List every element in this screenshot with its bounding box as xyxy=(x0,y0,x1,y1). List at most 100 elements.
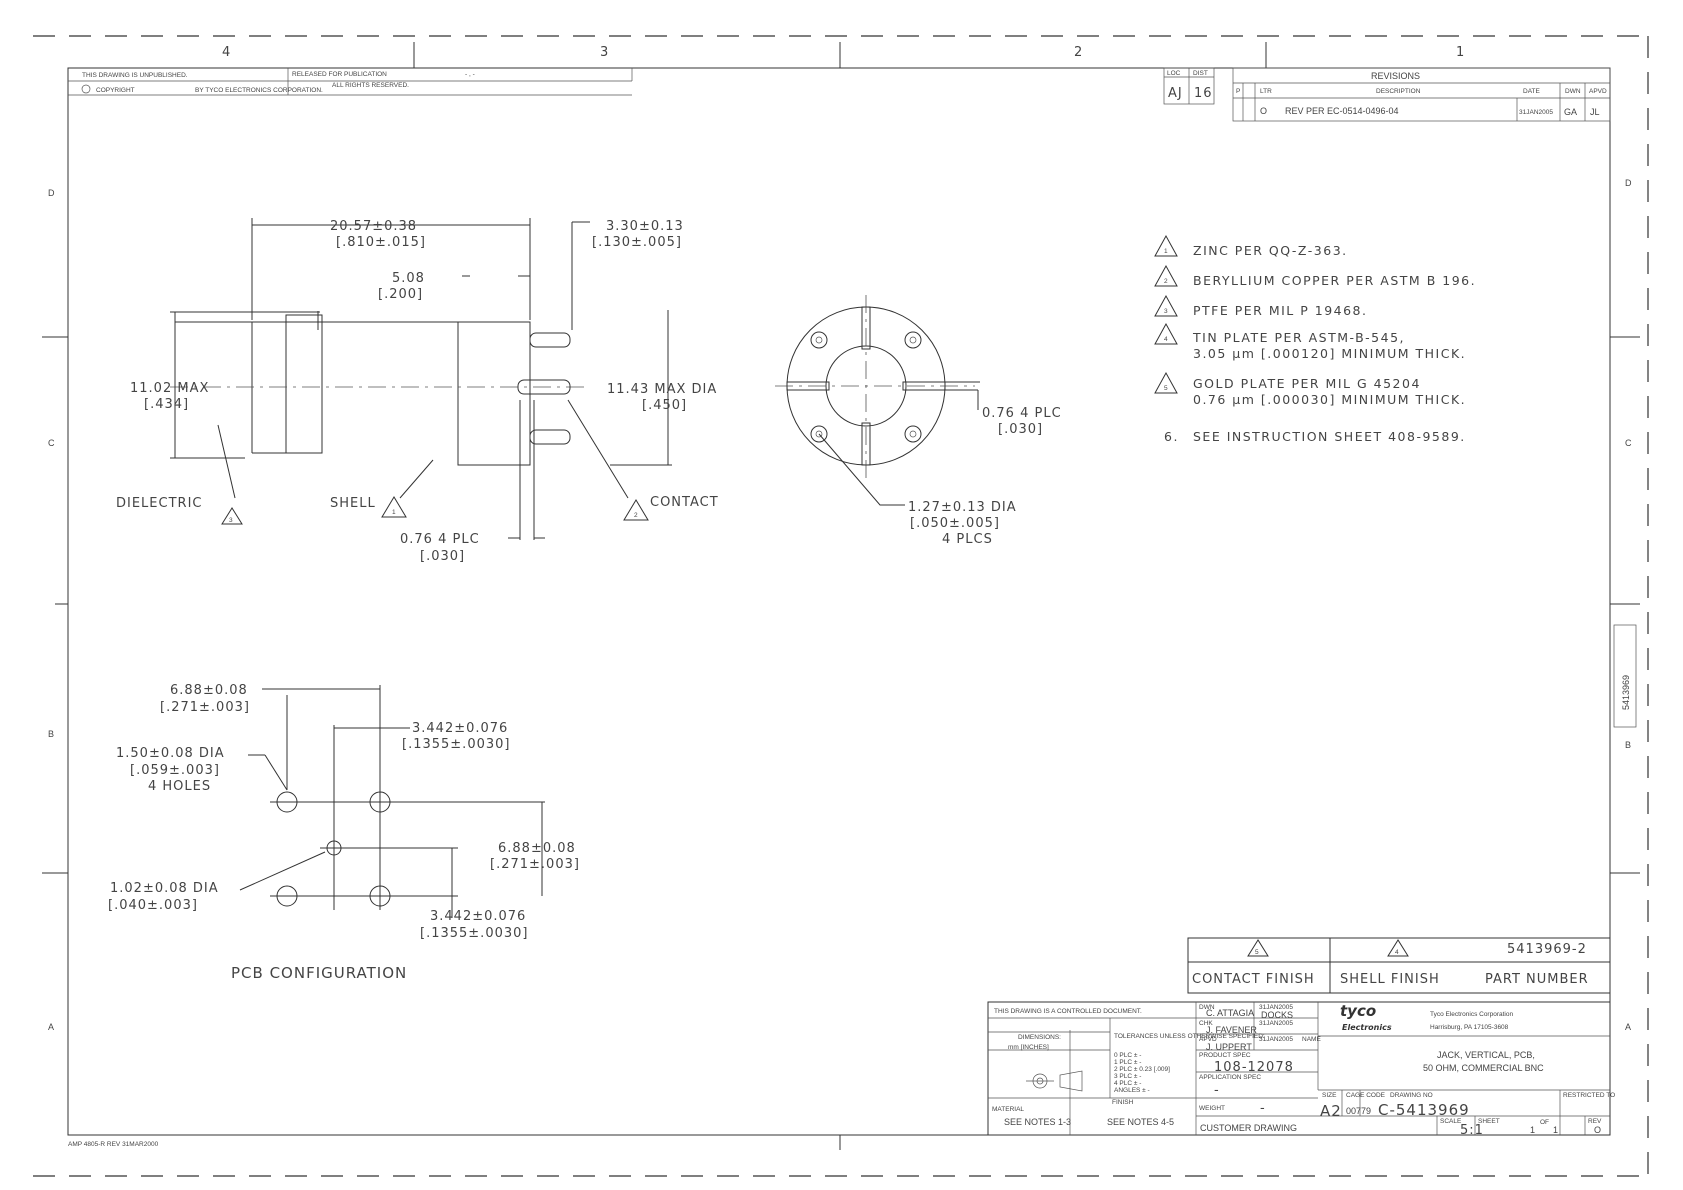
tb-material-label: MATERIAL xyxy=(992,1106,1024,1113)
note-1: ZINC PER QQ-Z-363. xyxy=(1193,243,1348,258)
zone-right-a: A xyxy=(1625,1022,1631,1032)
rev-col-dwn: DWN xyxy=(1565,88,1581,95)
tb-tol-4: 4 PLC ± - xyxy=(1114,1080,1141,1087)
zone-left-d: D xyxy=(48,188,55,198)
note-3: PTFE PER MIL P 19468. xyxy=(1193,303,1368,318)
label-shell: SHELL xyxy=(330,496,376,511)
tb-scale: 5:1 xyxy=(1460,1123,1484,1138)
dim-pin-len: 3.30±0.13 xyxy=(606,219,684,234)
tb-tol-1: 1 PLC ± - xyxy=(1114,1059,1141,1066)
tb-cage-label: CAGE CODE xyxy=(1346,1092,1386,1099)
zone-left-a: A xyxy=(48,1022,54,1032)
tb-units: mm [INCHES] xyxy=(1008,1044,1049,1051)
note-1-flag: 1 xyxy=(1164,248,1168,255)
pcb-small-hole-in: [.040±.003] xyxy=(108,898,198,913)
pcb-d4-in: [.1355±.0030] xyxy=(420,926,528,941)
tb-weight-label: WEIGHT xyxy=(1199,1105,1225,1112)
tb-cage: 00779 xyxy=(1346,1106,1371,1116)
note-3-flag: 3 xyxy=(1164,308,1168,315)
note-2: BERYLLIUM COPPER PER ASTM B 196. xyxy=(1193,273,1476,288)
tb-apvd: J. UPPERT xyxy=(1206,1042,1252,1052)
label-contact: CONTACT xyxy=(650,495,719,510)
tb-apvd-label: APVD xyxy=(1199,1036,1217,1043)
tyco-logo-sub: Electronics xyxy=(1342,1023,1392,1032)
tb-chk-date: 31JAN2005 xyxy=(1259,1020,1293,1027)
rev-col-p: P xyxy=(1236,88,1240,95)
form-id: AMP 4805-R REV 31MAR2000 xyxy=(68,1141,159,1148)
zone-right-d: D xyxy=(1625,178,1632,188)
note-4-line2: 3.05 µm [.000120] MINIMUM THICK. xyxy=(1193,346,1466,361)
by-text: BY TYCO ELECTRONICS CORPORATION. xyxy=(195,87,323,94)
tb-size-label: SIZE xyxy=(1322,1092,1337,1099)
rights-text: ALL RIGHTS RESERVED. xyxy=(332,82,409,89)
note-2-flag: 2 xyxy=(1164,278,1168,285)
copyright-text: COPYRIGHT xyxy=(96,87,135,94)
zone-right-c: C xyxy=(1625,438,1632,448)
flag-shell: 1 xyxy=(392,509,396,516)
tb-tol-angles: ANGLES ± - xyxy=(1114,1087,1150,1094)
dim-flange-in: [.200] xyxy=(378,287,423,302)
dim-leg: 0.76 4 PLC xyxy=(982,406,1062,421)
dim-dia: 11.43 MAX DIA xyxy=(607,382,717,397)
label-dielectric: DIELECTRIC xyxy=(116,496,202,511)
pcb-d3: 6.88±0.08 xyxy=(498,841,576,856)
tb-restricted: RESTRICTED TO xyxy=(1563,1092,1615,1099)
tb-rev: O xyxy=(1594,1125,1601,1135)
finish-shell-flag: 4 xyxy=(1395,949,1399,956)
finish-contact-label: CONTACT FINISH xyxy=(1192,972,1315,987)
pcb-big-hole-in: [.059±.003] xyxy=(130,763,220,778)
flag-contact: 2 xyxy=(634,512,638,519)
zone-left-c: C xyxy=(48,438,55,448)
tb-sheet-label: SHEET xyxy=(1478,1118,1500,1125)
tb-chk-label: CHK xyxy=(1199,1020,1213,1027)
tb-dimensions: DIMENSIONS: xyxy=(1018,1034,1061,1041)
zone-top-1: 1 xyxy=(1456,45,1465,60)
tb-name-label: NAME xyxy=(1302,1036,1321,1043)
pcb-title: PCB CONFIGURATION xyxy=(231,964,407,982)
tb-product-spec: 108-12078 xyxy=(1214,1060,1294,1075)
revisions-title: REVISIONS xyxy=(1371,71,1420,81)
zone-left-b: B xyxy=(48,729,54,739)
dim-hole: 1.27±0.13 DIA xyxy=(908,500,1017,515)
dim-overall-len-in: [.810±.015] xyxy=(336,235,426,250)
rev-row-ltr: O xyxy=(1260,106,1267,116)
dist-value: 16 xyxy=(1194,86,1213,101)
released-text: RELEASED FOR PUBLICATION xyxy=(292,71,387,78)
tb-scale-label: SCALE xyxy=(1440,1118,1462,1125)
tb-see-notes-fin: SEE NOTES 4-5 xyxy=(1107,1117,1174,1127)
note-5-flag: 5 xyxy=(1164,385,1168,392)
zone-right-b: B xyxy=(1625,740,1631,750)
rev-col-apvd: APVD xyxy=(1589,88,1607,95)
rev-col-desc: DESCRIPTION xyxy=(1376,88,1421,95)
pcb-d4: 3.442±0.076 xyxy=(430,909,526,924)
tb-of: OF xyxy=(1540,1119,1549,1126)
rev-row-date: 31JAN2005 xyxy=(1519,109,1553,116)
tb-dwn-label: DWN xyxy=(1199,1004,1215,1011)
tb-chk-name-alt: DOCKS xyxy=(1261,1010,1293,1020)
tb-title-2: 50 OHM, COMMERCIAL BNC xyxy=(1423,1063,1544,1073)
note-6: SEE INSTRUCTION SHEET 408-9589. xyxy=(1193,429,1466,444)
note-5-line2: 0.76 µm [.000030] MINIMUM THICK. xyxy=(1193,392,1466,407)
loc-label: LOC xyxy=(1167,70,1181,77)
note-4: TIN PLATE PER ASTM-B-545, xyxy=(1192,330,1405,345)
finish-part-label: PART NUMBER xyxy=(1485,972,1589,987)
pcb-d2-in: [.1355±.0030] xyxy=(402,737,510,752)
tb-dwn: C. ATTAGIA xyxy=(1206,1008,1254,1018)
tb-finish-label: FINISH xyxy=(1112,1099,1134,1106)
zone-top-4: 4 xyxy=(222,45,231,60)
pcb-d1: 6.88±0.08 xyxy=(170,683,248,698)
pcb-big-hole-qty: 4 HOLES xyxy=(148,779,211,794)
dim-height: 11.02 MAX xyxy=(130,381,209,396)
tb-app-spec: - xyxy=(1214,1083,1220,1098)
tb-company: Tyco Electronics Corporation xyxy=(1430,1011,1513,1018)
tb-tol-2: 2 PLC ± 0.23 [.009] xyxy=(1114,1066,1170,1073)
tb-weight: - xyxy=(1260,1101,1266,1116)
rev-row-desc: REV PER EC-0514-0496-04 xyxy=(1285,106,1399,116)
dim-pin-w-in: [.030] xyxy=(420,549,465,564)
tb-tol-3: 3 PLC ± - xyxy=(1114,1073,1141,1080)
dim-dia-in: [.450] xyxy=(642,398,687,413)
finish-shell-label: SHELL FINISH xyxy=(1340,972,1440,987)
tb-tolerances: TOLERANCES UNLESS OTHERWISE SPECIFIED: xyxy=(1114,1033,1265,1040)
tb-dwn-date: 31JAN2005 xyxy=(1259,1004,1293,1011)
pcb-big-hole: 1.50±0.08 DIA xyxy=(116,746,225,761)
